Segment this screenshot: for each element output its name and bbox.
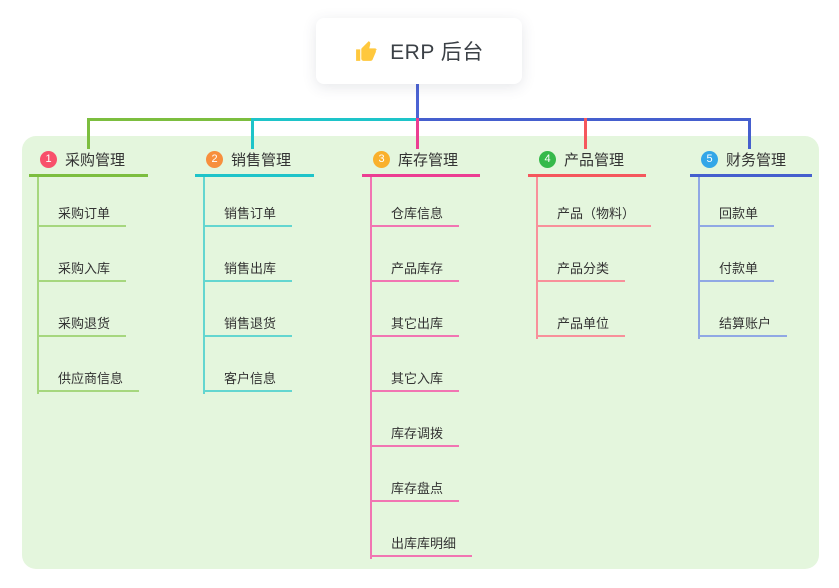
connector-trunk — [37, 177, 39, 394]
branches-panel — [22, 136, 819, 569]
leaf-node[interactable]: 采购退货 — [37, 313, 127, 337]
root-node[interactable]: ERP 后台 — [316, 18, 522, 84]
connector-trunk — [536, 177, 538, 339]
leaf-node[interactable]: 库存调拨 — [370, 423, 460, 447]
leaf-node[interactable]: 采购入库 — [37, 258, 127, 282]
root-title: ERP 后台 — [390, 41, 484, 64]
branch-inventory: 3 库存管理 仓库信息 产品库存 其它出库 其它入库 库存调拨 库存盘点 出库库… — [362, 0, 480, 588]
connector-bus-teal — [253, 118, 417, 121]
connector-root-stem — [416, 84, 419, 119]
connector-drop-inventory — [416, 118, 419, 149]
leaf-node[interactable]: 产品库存 — [370, 258, 460, 282]
branch-number-badge: 2 — [206, 151, 223, 168]
branch-number-badge: 5 — [701, 151, 718, 168]
branch-number-badge: 4 — [539, 151, 556, 168]
branch-label: 采购管理 — [65, 152, 126, 169]
branch-header-inventory[interactable]: 3 库存管理 — [362, 145, 480, 177]
leaf-node[interactable]: 仓库信息 — [370, 203, 460, 227]
branch-number-badge: 1 — [40, 151, 57, 168]
leaf-node[interactable]: 回款单 — [698, 203, 775, 227]
leaf-node[interactable]: 库存盘点 — [370, 478, 460, 502]
branch-header-purchase[interactable]: 1 采购管理 — [29, 145, 148, 177]
connector-trunk — [698, 177, 700, 339]
leaf-node[interactable]: 客户信息 — [203, 368, 293, 392]
leaf-node[interactable]: 付款单 — [698, 258, 775, 282]
branch-purchase: 1 采购管理 采购订单 采购入库 采购退货 供应商信息 — [29, 0, 148, 588]
thumbs-up-icon — [354, 39, 379, 64]
branch-sales: 2 销售管理 销售订单 销售出库 销售退货 客户信息 — [195, 0, 314, 588]
connector-drop-finance — [748, 118, 751, 149]
leaf-node[interactable]: 结算账户 — [698, 313, 788, 337]
connector-drop-sales — [251, 118, 254, 149]
branch-finance: 5 财务管理 回款单 付款单 结算账户 — [690, 0, 812, 588]
leaf-node[interactable]: 出库库明细 — [370, 533, 473, 557]
connector-trunk — [203, 177, 205, 394]
leaf-node[interactable]: 其它出库 — [370, 313, 460, 337]
leaf-node[interactable]: 销售订单 — [203, 203, 293, 227]
branch-header-product[interactable]: 4 产品管理 — [528, 145, 646, 177]
branch-label: 销售管理 — [231, 152, 292, 169]
leaf-node[interactable]: 销售出库 — [203, 258, 293, 282]
connector-bus-green — [87, 118, 253, 121]
leaf-node[interactable]: 采购订单 — [37, 203, 127, 227]
branch-header-finance[interactable]: 5 财务管理 — [690, 145, 812, 177]
leaf-node[interactable]: 产品分类 — [536, 258, 626, 282]
branch-product: 4 产品管理 产品（物料） 产品分类 产品单位 — [528, 0, 652, 588]
leaf-node[interactable]: 供应商信息 — [37, 368, 140, 392]
connector-trunk — [370, 177, 372, 559]
leaf-node[interactable]: 其它入库 — [370, 368, 460, 392]
connector-drop-product — [584, 118, 587, 149]
leaf-node[interactable]: 销售退货 — [203, 313, 293, 337]
branch-label: 财务管理 — [726, 152, 787, 169]
leaf-node[interactable]: 产品单位 — [536, 313, 626, 337]
connector-drop-purchase — [87, 118, 90, 149]
branch-label: 产品管理 — [564, 152, 625, 169]
branch-label: 库存管理 — [398, 152, 459, 169]
branch-number-badge: 3 — [373, 151, 390, 168]
branch-header-sales[interactable]: 2 销售管理 — [195, 145, 314, 177]
leaf-node[interactable]: 产品（物料） — [536, 203, 652, 227]
